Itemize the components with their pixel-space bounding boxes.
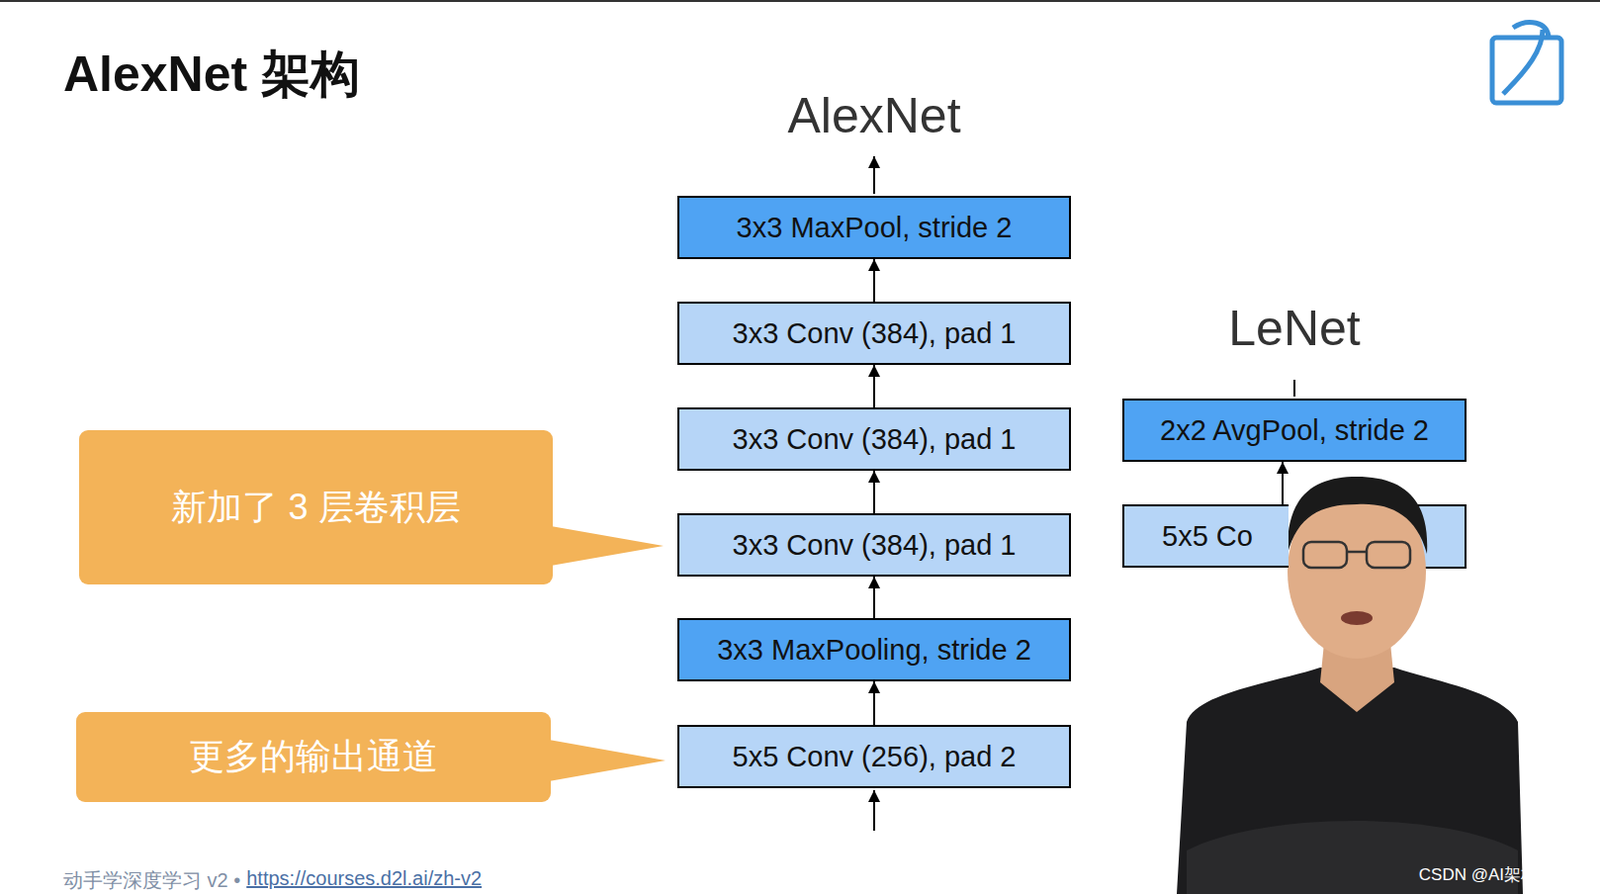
input-arrow	[873, 790, 876, 831]
top-rule	[0, 0, 1600, 2]
flow-arrow	[873, 576, 876, 619]
stack-heading: AlexNet	[787, 87, 961, 145]
footer-text: 动手学深度学习 v2 •	[63, 867, 241, 894]
stack-heading: LeNet	[1228, 299, 1360, 357]
layer-box: 3x3 Conv (384), pad 1	[677, 301, 1071, 365]
logo-icon	[1492, 22, 1562, 103]
layer-label: 3x3 Conv (384), pad 1	[732, 317, 1017, 351]
callout-text: 新加了 3 层卷积层	[171, 483, 460, 533]
flow-arrow	[873, 681, 876, 725]
layer-label: 3x3 MaxPooling, stride 2	[716, 633, 1032, 667]
callout-tail	[550, 526, 664, 566]
output-line	[1293, 379, 1296, 397]
layer-box: 3x3 MaxPooling, stride 2	[677, 618, 1071, 682]
layer-box: 5x5 Co	[1122, 504, 1289, 568]
callout-box: 更多的输出通道	[76, 711, 551, 802]
layer-label: 2x2 AvgPool, stride 2	[1159, 414, 1429, 447]
layer-label: 3x3 MaxPool, stride 2	[736, 211, 1013, 245]
layer-box: 3x3 Conv (384), pad 1	[677, 513, 1071, 577]
layer-box: 3x3 Conv (384), pad 1	[677, 407, 1071, 471]
layer-label: 3x3 Conv (384), pad 1	[732, 529, 1017, 562]
layer-label: 5x5 Co	[1161, 520, 1253, 553]
layer-box: 2x2 AvgPool, stride 2	[1122, 398, 1467, 462]
callout-tail	[548, 739, 666, 782]
layer-box: 5x5 Conv (256), pad 2	[677, 724, 1071, 789]
layer-label: 5x5 Conv (256), pad 2	[732, 740, 1017, 774]
slide-title: AlexNet 架构	[63, 41, 360, 108]
flow-arrow	[873, 470, 876, 514]
watermark: CSDN @AI架构师易筋	[1419, 863, 1589, 887]
flow-arrow	[873, 259, 876, 302]
flow-arrow	[873, 364, 876, 408]
footer-link: https://courses.d2l.ai/zh-v2	[246, 867, 482, 890]
callout-text: 更多的输出通道	[188, 732, 439, 782]
layer-box: 3x3 MaxPool, stride 2	[677, 195, 1071, 260]
output-arrow	[873, 156, 876, 194]
flow-arrow	[1281, 461, 1284, 505]
layer-label: 3x3 Conv (384), pad 1	[732, 423, 1017, 456]
callout-box: 新加了 3 层卷积层	[79, 430, 553, 585]
